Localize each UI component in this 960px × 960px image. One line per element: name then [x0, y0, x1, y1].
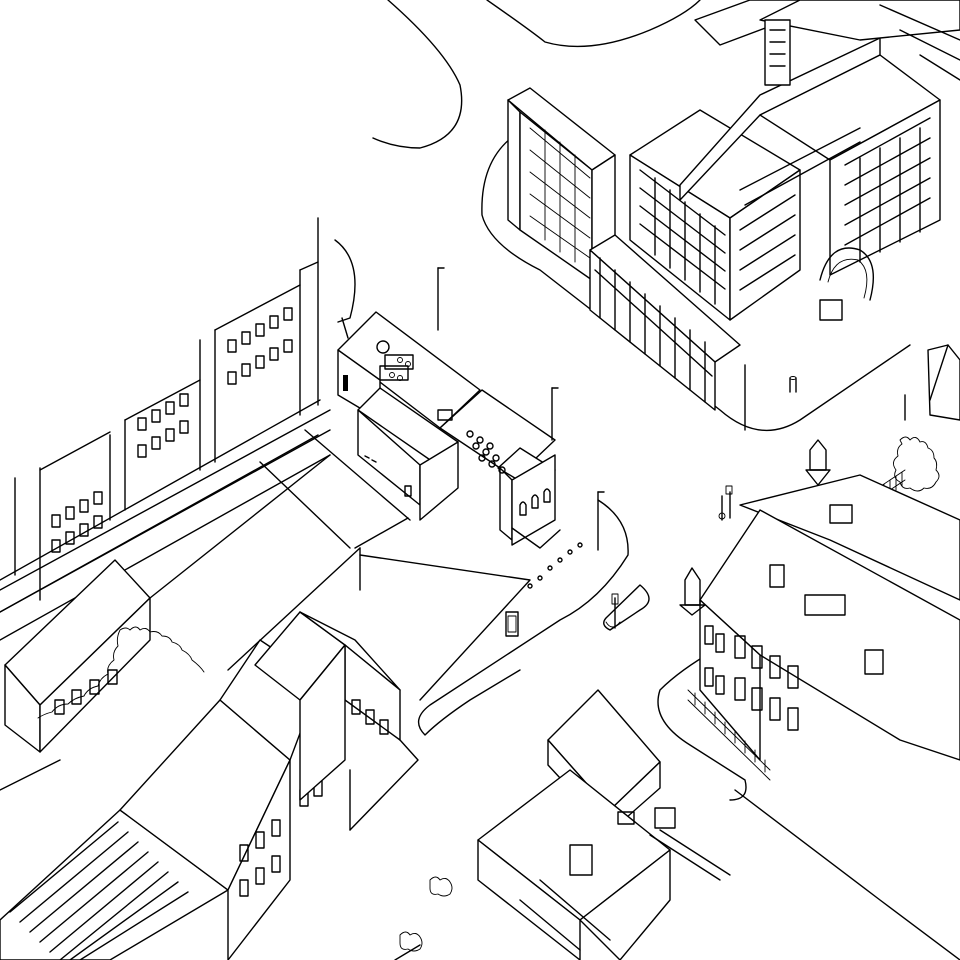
- railing: [687, 689, 771, 781]
- left-terrace-row: [0, 217, 331, 613]
- curb-island: [603, 584, 650, 631]
- bollard-pair: [721, 491, 731, 521]
- central-building: [337, 267, 605, 551]
- curb-bottom-left: [0, 759, 61, 791]
- bollard: [789, 377, 797, 393]
- curb-right-edge: [929, 344, 949, 401]
- curb-plaza-left: [354, 517, 409, 549]
- curb-mid-left-2: [0, 454, 331, 641]
- office-complex: [507, 0, 960, 431]
- victorian-building: [679, 439, 960, 781]
- plaza-furniture: [505, 527, 621, 637]
- phone-box: [505, 611, 519, 637]
- curb-top-right: [486, 0, 701, 48]
- curb-corner-mid: [417, 499, 629, 736]
- curb-upper-block: [334, 239, 356, 323]
- bottom-center-building: [399, 689, 731, 960]
- curb-top-arc: [372, 0, 463, 149]
- shrub-line: [37, 626, 205, 719]
- left-gable-house: [4, 559, 205, 753]
- curb-bottom-mid: [394, 944, 421, 960]
- curb-block-right: [481, 134, 911, 432]
- bottom-left-row: [0, 639, 323, 960]
- plaza-area: [149, 429, 411, 671]
- right-tree-fence: [874, 344, 960, 503]
- curb-plaza-bottom: [359, 554, 531, 701]
- curb-bottom-right: [734, 789, 960, 960]
- curb-lower-right: [657, 649, 747, 801]
- mid-gable-house: [254, 611, 419, 831]
